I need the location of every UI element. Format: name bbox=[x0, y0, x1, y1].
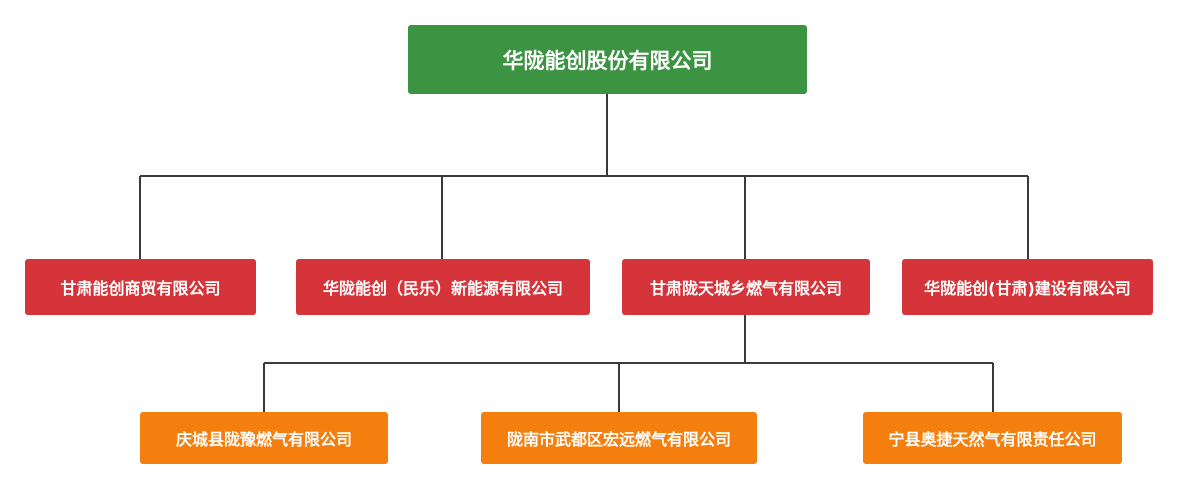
org-level2-label: 庆城县陇豫燃气有限公司 bbox=[175, 430, 352, 449]
org-root-label: 华陇能创股份有限公司 bbox=[502, 48, 713, 73]
org-level1-node-1: 甘肃能创商贸有限公司 bbox=[25, 259, 256, 315]
org-level2-node-3: 宁县奥捷天然气有限责任公司 bbox=[863, 412, 1122, 464]
org-level1-label: 甘肃陇天城乡燃气有限公司 bbox=[649, 279, 842, 298]
org-level1-node-3: 甘肃陇天城乡燃气有限公司 bbox=[622, 259, 870, 315]
org-root-node: 华陇能创股份有限公司 bbox=[408, 25, 807, 94]
org-level2-node-1: 庆城县陇豫燃气有限公司 bbox=[140, 412, 388, 464]
org-level2-label: 宁县奥捷天然气有限责任公司 bbox=[888, 430, 1097, 449]
org-level2-node-2: 陇南市武都区宏远燃气有限公司 bbox=[481, 412, 757, 464]
org-level1-label: 华陇能创（民乐）新能源有限公司 bbox=[322, 279, 563, 298]
org-level1-label: 华陇能创(甘肃)建设有限公司 bbox=[924, 279, 1131, 298]
org-level1-label: 甘肃能创商贸有限公司 bbox=[60, 279, 221, 298]
org-level1-node-4: 华陇能创(甘肃)建设有限公司 bbox=[902, 259, 1153, 315]
org-level2-label: 陇南市武都区宏远燃气有限公司 bbox=[506, 430, 731, 449]
org-level1-node-2: 华陇能创（民乐）新能源有限公司 bbox=[296, 259, 590, 315]
